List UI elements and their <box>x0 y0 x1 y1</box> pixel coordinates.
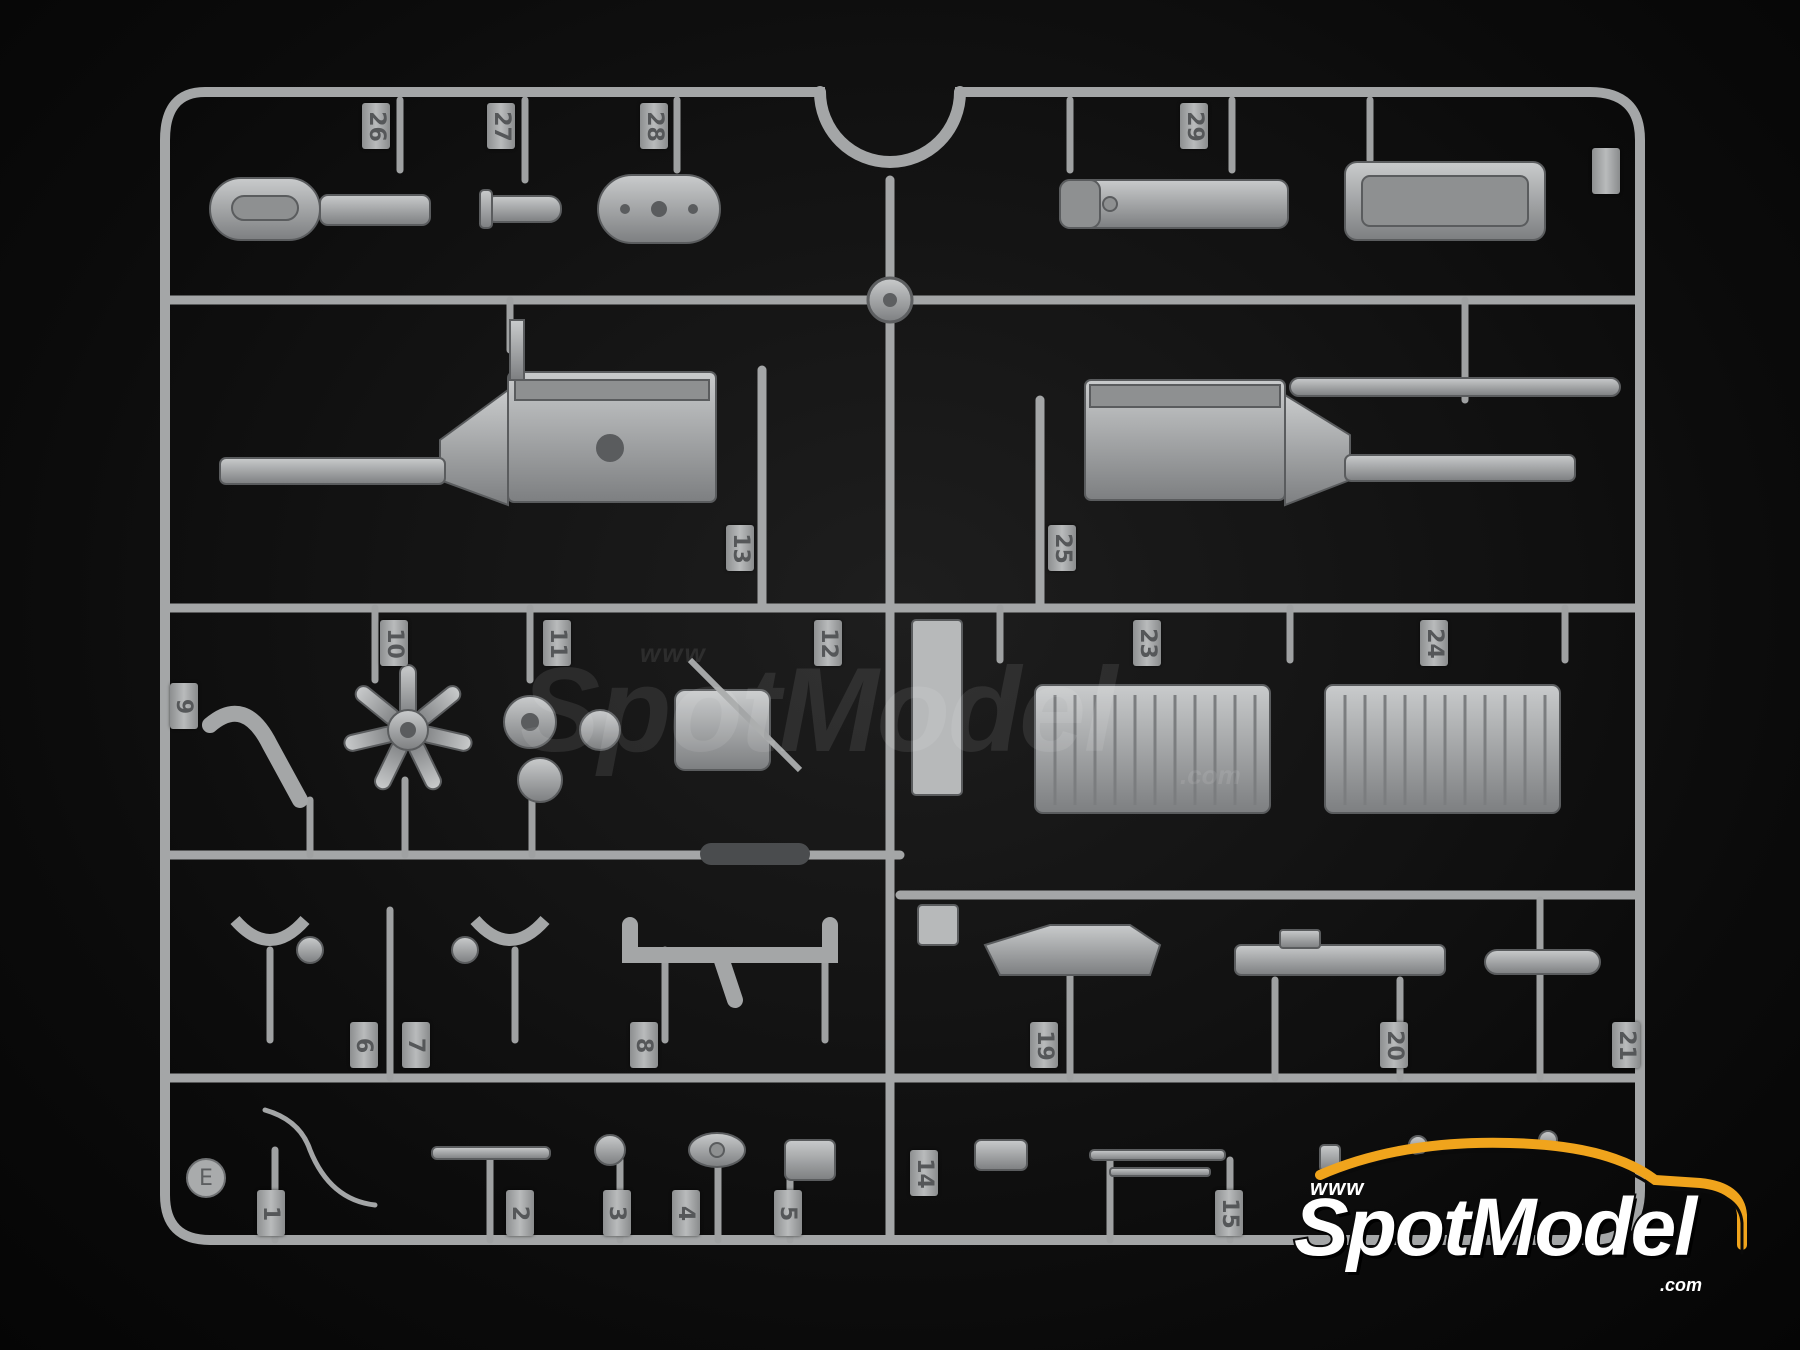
carburetor-part-6 <box>230 915 324 964</box>
part-number-29 <box>1592 148 1620 194</box>
linkage-part-15 <box>1089 1149 1226 1177</box>
part-number-6: 6 <box>350 1022 378 1068</box>
part-number-2: 2 <box>506 1190 534 1236</box>
radiator-part-22 <box>1034 684 1271 814</box>
vertical-runners <box>757 175 1045 1245</box>
brand-logo: www SpotModel .com <box>1280 1135 1760 1320</box>
pulley-belt-part-11 <box>503 695 621 803</box>
gasket-part-21 <box>1484 949 1601 975</box>
oil-sump-part-20 <box>1234 929 1446 976</box>
fuel-rail-part-2 <box>431 1146 551 1160</box>
starter-part-5 <box>784 1139 836 1181</box>
bracket-part-19 <box>917 904 1162 976</box>
dipstick-part-1 <box>262 1107 378 1208</box>
runner-tube <box>700 843 810 865</box>
plain-tab <box>911 619 963 796</box>
carburetor-part-7 <box>451 915 550 964</box>
part-number-7: 7 <box>402 1022 430 1068</box>
water-pump-part-12 <box>674 657 803 773</box>
part-number-5: 5 <box>774 1190 802 1236</box>
part-number-27: 28 <box>640 103 668 149</box>
part-number-14: 14 <box>910 1150 938 1196</box>
part-number-11: 11 <box>543 620 571 666</box>
part-number-25: 26 <box>362 103 390 149</box>
part-number-21: 21 <box>1612 1022 1640 1068</box>
thermostat-part-4 <box>688 1132 746 1168</box>
exhaust-manifold-part-8 <box>622 917 838 1008</box>
part-number-10: 10 <box>380 620 408 666</box>
part-number-20: 20 <box>1380 1022 1408 1068</box>
part-number-9: 9 <box>170 683 198 729</box>
logo-com: .com <box>1660 1275 1703 1295</box>
radiator-part-23 <box>1324 684 1561 814</box>
part-number-1: 1 <box>257 1190 285 1236</box>
part-number-28: 29 <box>1180 103 1208 149</box>
cylinder-part-14 <box>974 1139 1028 1171</box>
part-number-4: 4 <box>672 1190 700 1236</box>
part-number-19: 19 <box>1030 1022 1058 1068</box>
rocker-cover-part-28 <box>1059 179 1289 229</box>
fan-part-10 <box>343 664 473 791</box>
outer-frame <box>160 86 1645 1245</box>
logo-swoosh-icon <box>1315 1137 1747 1255</box>
part-number-13: 13 <box>726 525 754 571</box>
distributor-part-3 <box>594 1134 626 1166</box>
part-number-8: 8 <box>630 1022 658 1068</box>
part-number-24: 25 <box>1048 525 1076 571</box>
logo-www: www <box>1310 1175 1365 1200</box>
engine-gearbox-part-24 <box>1084 377 1621 507</box>
air-cleaner-part-25 <box>209 177 431 241</box>
oil-pan-part-29 <box>1344 161 1546 241</box>
engine-gearbox-part-13 <box>219 319 717 507</box>
part-number-3: 3 <box>603 1190 631 1236</box>
part-number-12: 12 <box>814 620 842 666</box>
part-number-22: 23 <box>1133 620 1161 666</box>
logo-brand: SpotModel <box>1292 1182 1699 1273</box>
air-cleaner-lid-part-27 <box>597 174 721 244</box>
hose-part-9 <box>202 705 308 808</box>
part-number-23: 24 <box>1420 620 1448 666</box>
hub <box>866 276 914 324</box>
part-number-26: 27 <box>487 103 515 149</box>
sprue-letter-badge: E <box>186 1158 226 1198</box>
pipe-part-26 <box>479 189 562 229</box>
part-number-15: 15 <box>1215 1190 1243 1236</box>
